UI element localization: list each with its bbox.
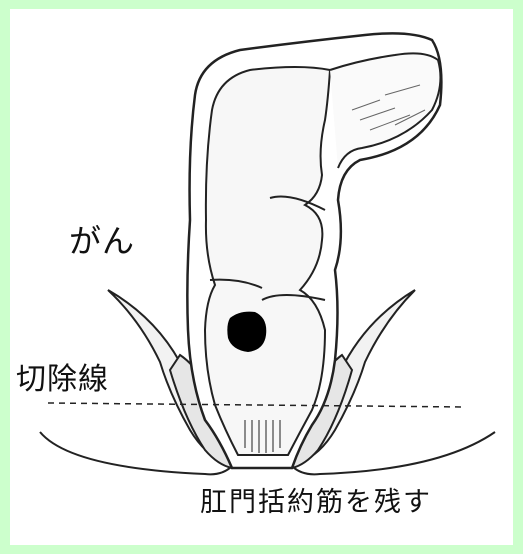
tumor (227, 312, 266, 352)
sphincter-preserved-label: 肛門括約筋を残す (200, 480, 432, 519)
rectum-inner-lumen (205, 67, 330, 455)
resection-line-label: 切除線 (16, 354, 109, 398)
cancer-label: がん (69, 216, 135, 262)
